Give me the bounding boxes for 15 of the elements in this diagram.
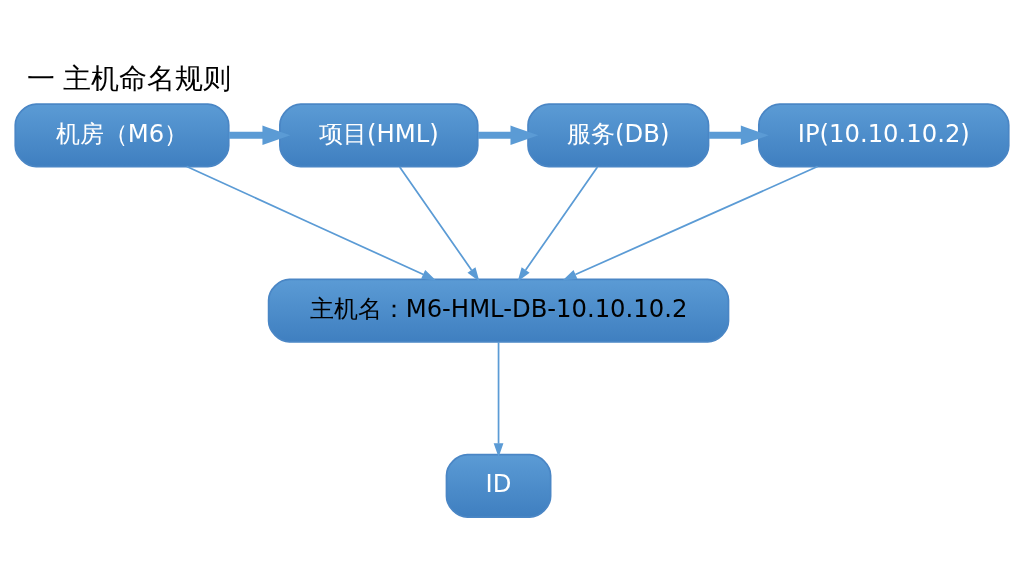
arrow: [709, 125, 769, 146]
diagram-title: 一 主机命名规则: [26, 62, 232, 96]
node-box: IP(10.10.10.2): [758, 103, 1010, 168]
node-box: 项目(HML): [279, 103, 479, 168]
node-box: ID: [445, 453, 552, 518]
node-box: 主机名：M6-HML-DB-10.10.10.2: [267, 278, 730, 343]
arrow: [517, 166, 599, 282]
arrow: [228, 125, 291, 146]
arrow: [477, 125, 539, 146]
node-box: 机房（M6）: [14, 103, 230, 168]
arrow: [562, 165, 819, 281]
arrow: [185, 165, 436, 281]
arrow: [493, 341, 504, 458]
arrow: [398, 166, 480, 282]
node-box: 服务(DB): [527, 103, 710, 168]
